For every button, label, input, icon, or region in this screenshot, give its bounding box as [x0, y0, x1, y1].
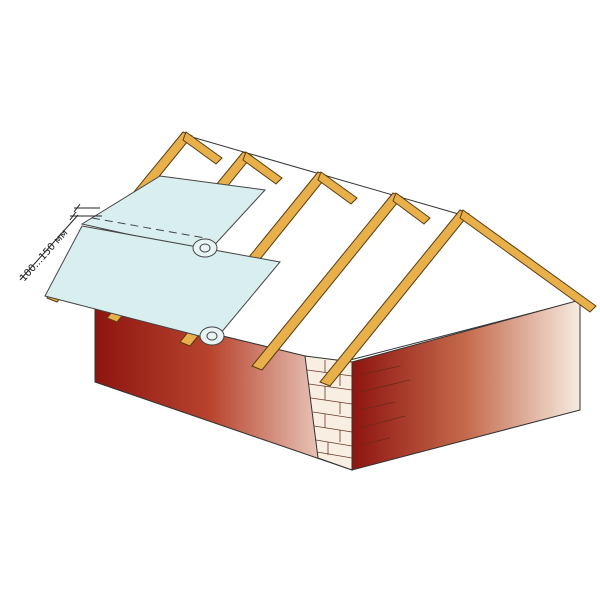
rafter-4-stub	[392, 192, 431, 225]
rafter-2-stub	[242, 151, 283, 185]
membrane-roll-lower	[199, 326, 225, 346]
brick-corner	[304, 355, 411, 471]
rafter-3-stub	[317, 171, 358, 205]
overlap-line	[91, 217, 206, 239]
rafter-1-stub	[182, 131, 223, 165]
rafter-5-stub	[459, 209, 597, 313]
overlap-dimension	[19, 203, 102, 281]
membrane-roll-upper	[192, 238, 218, 258]
membrane	[44, 175, 281, 346]
